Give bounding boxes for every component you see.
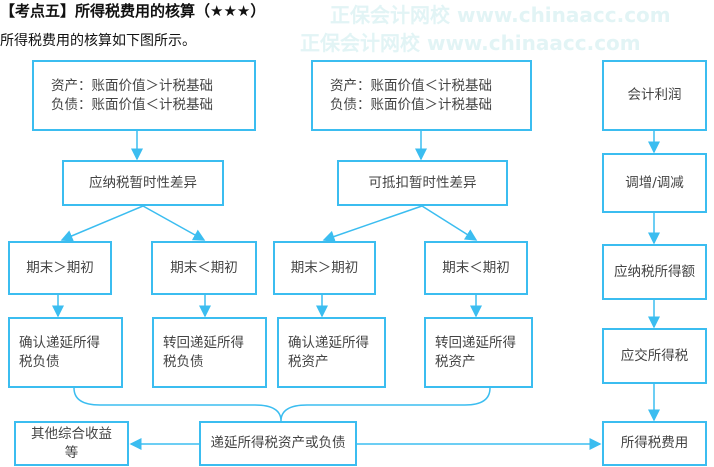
heading: 【考点五】所得税费用的核算（★★★） xyxy=(0,2,266,20)
box-line: 负债：账面价值＞计税基础 xyxy=(330,96,492,113)
box-line: 税负债 xyxy=(19,353,60,370)
box-line: 资产：账面价值＜计税基础 xyxy=(330,77,492,94)
arrow xyxy=(142,205,206,241)
arrow xyxy=(322,205,423,243)
period-end-greater-box: 期末＞期初 xyxy=(273,241,376,295)
current-tax-box: 应交所得税 xyxy=(602,328,707,384)
accounting-profit-box: 会计利润 xyxy=(602,60,707,131)
deferred-tax-box: 递延所得税资产或负债 xyxy=(199,421,357,466)
recognize-dta-box: 确认递延所得税资产 xyxy=(277,317,386,388)
box-line: 资产：账面价值＞计税基础 xyxy=(51,77,213,94)
reverse-dtl-box: 转回递延所得税负债 xyxy=(152,317,267,388)
watermark: 正保会计网校 www.chinaacc.com xyxy=(300,31,641,55)
arrow xyxy=(60,205,144,242)
box-line: 转回递延所得 xyxy=(163,334,244,351)
box-line: 负债：账面价值＜计税基础 xyxy=(51,96,213,113)
box-line: 确认递延所得 xyxy=(288,334,369,351)
box-line: 税资产 xyxy=(288,353,329,370)
arrow xyxy=(421,205,478,241)
intro-text: 所得税费用的核算如下图所示。 xyxy=(0,33,196,49)
reverse-dta-box: 转回递延所得税资产 xyxy=(424,317,533,388)
box-line: 税负债 xyxy=(163,353,204,370)
asset-liability-condition-box-1: 资产：账面价值＞计税基础负债：账面价值＜计税基础 xyxy=(32,60,256,131)
adjustment-box: 调增/调减 xyxy=(602,153,707,213)
box-line: 确认递延所得 xyxy=(19,334,100,351)
deductible-temporary-difference-box: 可抵扣暂时性差异 xyxy=(337,160,508,206)
period-end-less-box: 期末＜期初 xyxy=(424,241,528,295)
recognize-dtl-box: 确认递延所得税负债 xyxy=(8,317,123,388)
taxable-temporary-difference-box: 应纳税暂时性差异 xyxy=(62,160,224,206)
income-tax-expense-box: 所得税费用 xyxy=(602,421,707,466)
taxable-income-box: 应纳税所得额 xyxy=(602,244,707,300)
watermark: 正保会计网校 www.chinaacc.com xyxy=(330,3,671,27)
oci-box: 其他综合收益等 xyxy=(14,421,129,466)
box-line: 转回递延所得 xyxy=(435,334,516,351)
period-end-less-box: 期末＜期初 xyxy=(151,241,257,295)
brace xyxy=(73,387,491,422)
period-end-greater-box: 期末＞期初 xyxy=(8,241,112,295)
box-line: 税资产 xyxy=(435,353,476,370)
asset-liability-condition-box-2: 资产：账面价值＜计税基础负债：账面价值＞计税基础 xyxy=(311,60,532,131)
